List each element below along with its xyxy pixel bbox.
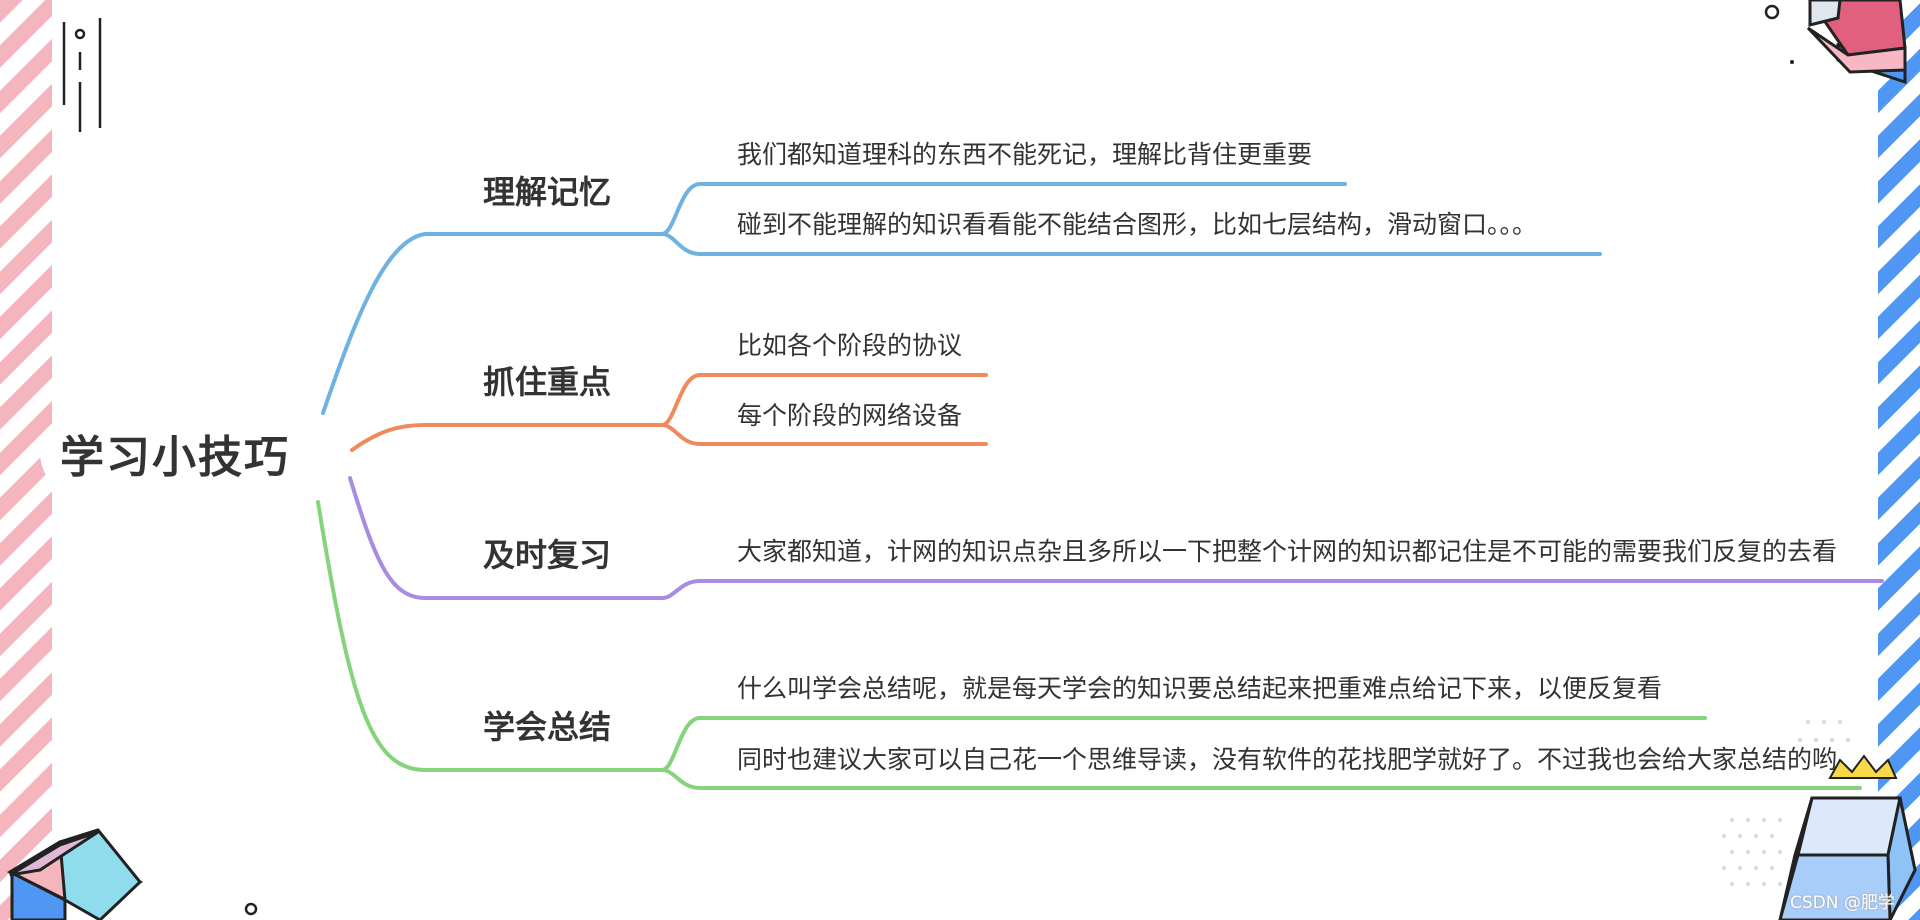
branch-label: 抓住重点 xyxy=(483,363,612,401)
connector-branch-2-item-2 xyxy=(660,423,988,446)
branch-label: 及时复习 xyxy=(483,536,612,574)
cube-decoration-top-right xyxy=(1806,0,1907,85)
connector-branch-2 xyxy=(350,423,664,452)
crown-decoration xyxy=(1828,754,1898,779)
connector-branch-4-item-2 xyxy=(660,768,1862,790)
small-circle-decoration xyxy=(1764,4,1780,20)
leaf-item: 什么叫学会总结呢，就是每天学会的知识要总结起来把重难点给记下来，以便反复看 xyxy=(737,674,1663,703)
connector-branch-1-item-2 xyxy=(660,232,1602,256)
leaf-item: 碰到不能理解的知识看看能不能结合图形，比如七层结构，滑动窗口。。。 xyxy=(737,210,1538,239)
leaf-item: 大家都知道，计网的知识点杂且多所以一下把整个计网的知识都记住是不可能的需要我们反… xyxy=(737,537,1838,566)
leaf-item: 我们都知道理科的东西不能死记，理解比背住更重要 xyxy=(737,140,1313,169)
line-decoration xyxy=(62,18,102,132)
dot-decoration xyxy=(1790,60,1794,64)
connector-branch-3 xyxy=(348,476,664,600)
small-circle-decoration xyxy=(244,902,258,916)
dots-decoration xyxy=(1722,720,1850,886)
watermark: CSDN @肥学 xyxy=(1790,893,1895,913)
connectors xyxy=(316,182,1884,790)
leaf-item: 同时也建议大家可以自己花一个思维导读，没有软件的花找肥学就好了。不过我也会给大家… xyxy=(737,745,1838,774)
connector-branch-1-item-1 xyxy=(660,182,1347,236)
connector-branch-4-item-1 xyxy=(660,716,1707,772)
connector-branch-2-item-1 xyxy=(660,373,988,427)
connector-branch-3-item-1 xyxy=(660,579,1884,600)
center-topic: 学习小技巧 xyxy=(40,410,310,496)
branch-label: 学会总结 xyxy=(483,708,612,746)
cube-decoration-bottom-right xyxy=(1778,796,1917,920)
branch-label: 理解记忆 xyxy=(483,173,612,211)
cube-decoration-bottom-left xyxy=(6,828,144,920)
leaf-item: 每个阶段的网络设备 xyxy=(737,401,963,430)
leaf-item: 比如各个阶段的协议 xyxy=(737,331,963,360)
connector-branch-4 xyxy=(316,500,664,772)
connector-branch-1 xyxy=(321,232,664,415)
